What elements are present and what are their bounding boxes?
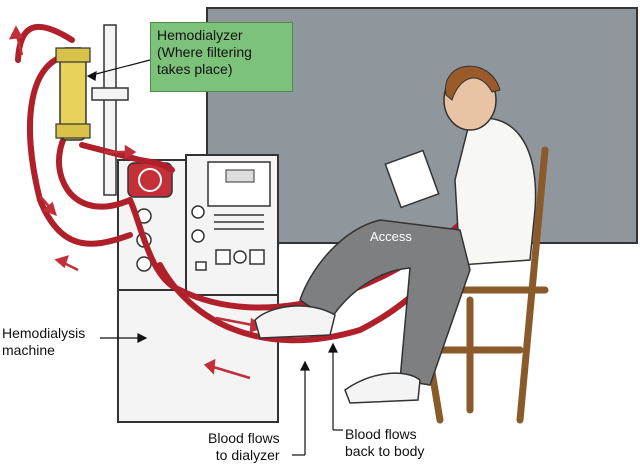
dialyzer-cap-top bbox=[55, 47, 91, 63]
to-dialyzer-line1: Blood flows bbox=[208, 430, 280, 446]
hemodialyzer-line1: Hemodialyzer bbox=[157, 27, 243, 43]
pump-rotor bbox=[138, 168, 162, 192]
to-dialyzer-label: Blood flows to dialyzer bbox=[208, 430, 280, 464]
hair bbox=[445, 65, 501, 101]
iv-pole bbox=[103, 24, 117, 196]
book bbox=[384, 149, 440, 209]
pole-clamp bbox=[91, 87, 129, 101]
control-knobs bbox=[191, 205, 265, 271]
pointer-lines bbox=[86, 59, 343, 456]
back-to-body-label: Blood flows back to body bbox=[345, 426, 424, 460]
machine-display bbox=[207, 161, 271, 207]
back-to-body-line1: Blood flows bbox=[345, 426, 417, 442]
shoe-right bbox=[344, 372, 421, 404]
dialyzer-cap-bottom bbox=[55, 123, 91, 139]
back-to-body-line2: back to body bbox=[345, 443, 425, 459]
to-dialyzer-line2: to dialyzer bbox=[215, 447, 280, 463]
machine-line2: machine bbox=[2, 342, 55, 358]
patient bbox=[254, 65, 537, 404]
access-label: Access bbox=[370, 229, 412, 244]
shirt bbox=[454, 117, 537, 266]
machine-label: Hemodialysis machine bbox=[2, 325, 85, 359]
hemodialyzer-line2: (Where filtering bbox=[157, 44, 252, 60]
hemodialyzer-line3: takes place) bbox=[157, 61, 233, 77]
hemodialyzer-callout: Hemodialyzer (Where filtering takes plac… bbox=[150, 22, 293, 92]
shoe-left bbox=[254, 305, 336, 339]
vent-lines bbox=[214, 214, 264, 230]
screen bbox=[225, 169, 255, 183]
flow-arrows bbox=[8, 25, 265, 380]
machine-line1: Hemodialysis bbox=[2, 325, 86, 341]
